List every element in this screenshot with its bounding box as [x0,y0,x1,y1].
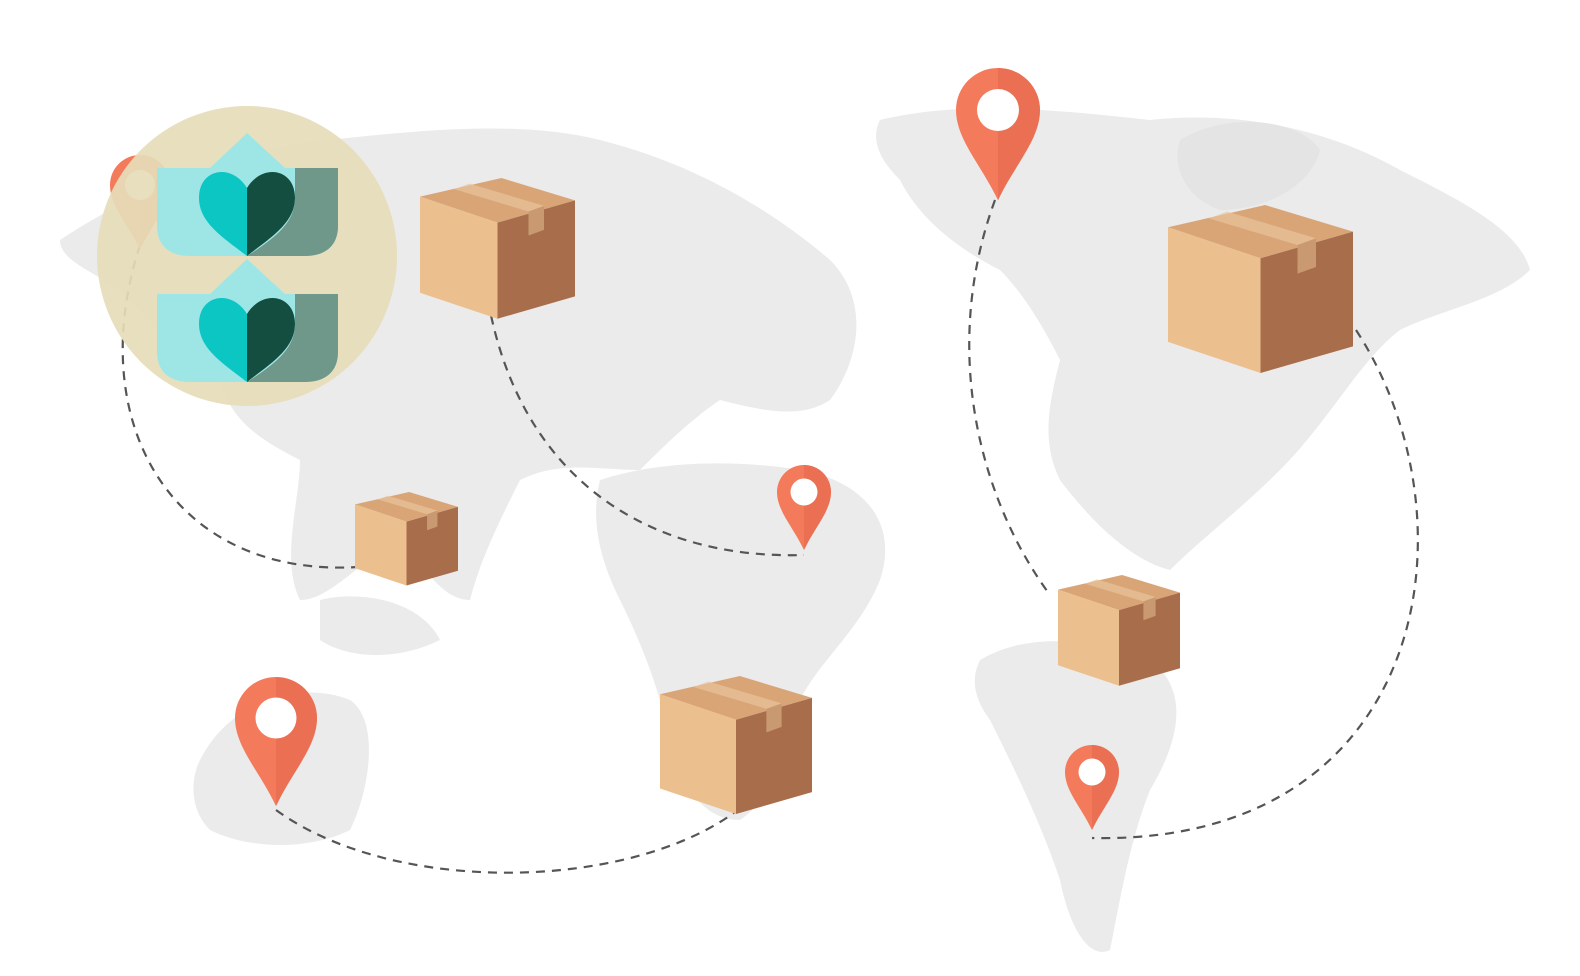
package-box-icon [420,178,575,319]
location-pin-icon [235,677,317,807]
greenland [1177,121,1320,210]
logo-badge [97,106,397,406]
islands-southeast-asia [320,596,440,655]
logo-mark [157,133,338,256]
package-box-icon [1058,575,1180,686]
location-pin-icon [777,465,831,551]
package-box-icon [660,676,812,815]
location-pin-icon [1065,745,1119,831]
route-dashed-line [121,244,381,569]
packages [355,178,1353,815]
route-dashed-line [275,799,751,874]
package-box-icon [355,492,458,586]
location-pin-icon [956,68,1040,201]
route-dashed-line [1091,329,1419,840]
route-dashed-line [486,299,805,557]
shipping-routes [121,199,1419,874]
package-box-icon [1168,205,1353,373]
logo-mark [157,259,338,382]
